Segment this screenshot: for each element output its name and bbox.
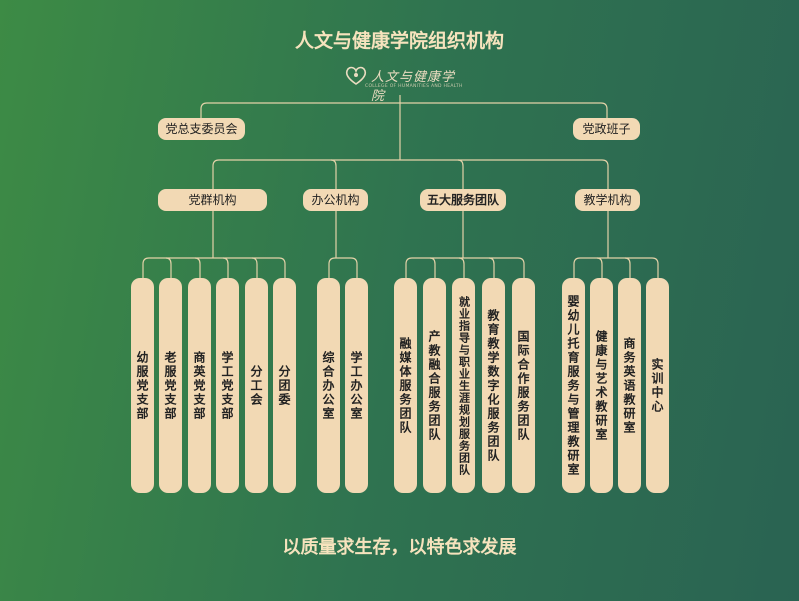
child-node: 学工党支部 — [216, 278, 239, 493]
child-node: 婴幼儿托育服务与管理教研室 — [562, 278, 585, 493]
child-node: 分团委 — [273, 278, 296, 493]
child-node: 实训中心 — [646, 278, 669, 493]
group-office: 办公机构 — [303, 189, 368, 211]
child-node: 综合办公室 — [317, 278, 340, 493]
child-node: 就业指导与职业生涯规划服务团队 — [452, 278, 475, 493]
node-leadership: 党政班子 — [573, 118, 640, 140]
connector-line — [222, 257, 229, 278]
child-node: 分工会 — [245, 278, 268, 493]
connector-line — [194, 257, 201, 278]
connector-line — [330, 159, 337, 189]
slogan: 以质量求生存，以特色求发展 — [282, 537, 517, 558]
group-party-mass: 党群机构 — [158, 189, 267, 211]
connector-line — [200, 102, 608, 118]
group-service-teams: 五大服务团队 — [420, 189, 506, 211]
connector-line — [212, 159, 609, 189]
child-node: 融媒体服务团队 — [394, 278, 417, 493]
page-title: 人文与健康学院组织机构 — [294, 30, 504, 52]
connector-line — [573, 257, 659, 278]
child-node: 国际合作服务团队 — [512, 278, 535, 493]
connector-line — [457, 159, 464, 189]
connector-line — [488, 257, 495, 278]
child-node: 教育教学数字化服务团队 — [482, 278, 505, 493]
node-party-committee: 党总支委员会 — [158, 118, 245, 140]
child-node: 产教融合服务团队 — [423, 278, 446, 493]
connector-line — [429, 257, 436, 278]
connector-line — [142, 257, 286, 278]
child-node: 学工办公室 — [345, 278, 368, 493]
connector-line — [328, 257, 358, 278]
child-node: 商务英语教研室 — [618, 278, 641, 493]
logo-subtext: COLLEGE OF HUMANITIES AND HEALTH — [365, 84, 463, 89]
connector-line — [405, 257, 525, 278]
connector-line — [596, 257, 603, 278]
child-node: 老服党支部 — [159, 278, 182, 493]
child-node: 商英党支部 — [188, 278, 211, 493]
heart-logo-icon — [345, 66, 367, 85]
child-node: 健康与艺术教研室 — [590, 278, 613, 493]
connector-line — [165, 257, 172, 278]
connector-line — [251, 257, 258, 278]
child-node: 幼服党支部 — [131, 278, 154, 493]
college-logo: 人文与健康学院 COLLEGE OF HUMANITIES AND HEALTH — [345, 66, 465, 104]
connector-line — [624, 257, 631, 278]
connector-line — [458, 257, 465, 278]
logo-text: 人文与健康学院 — [371, 70, 456, 104]
group-teaching: 教学机构 — [575, 189, 640, 211]
